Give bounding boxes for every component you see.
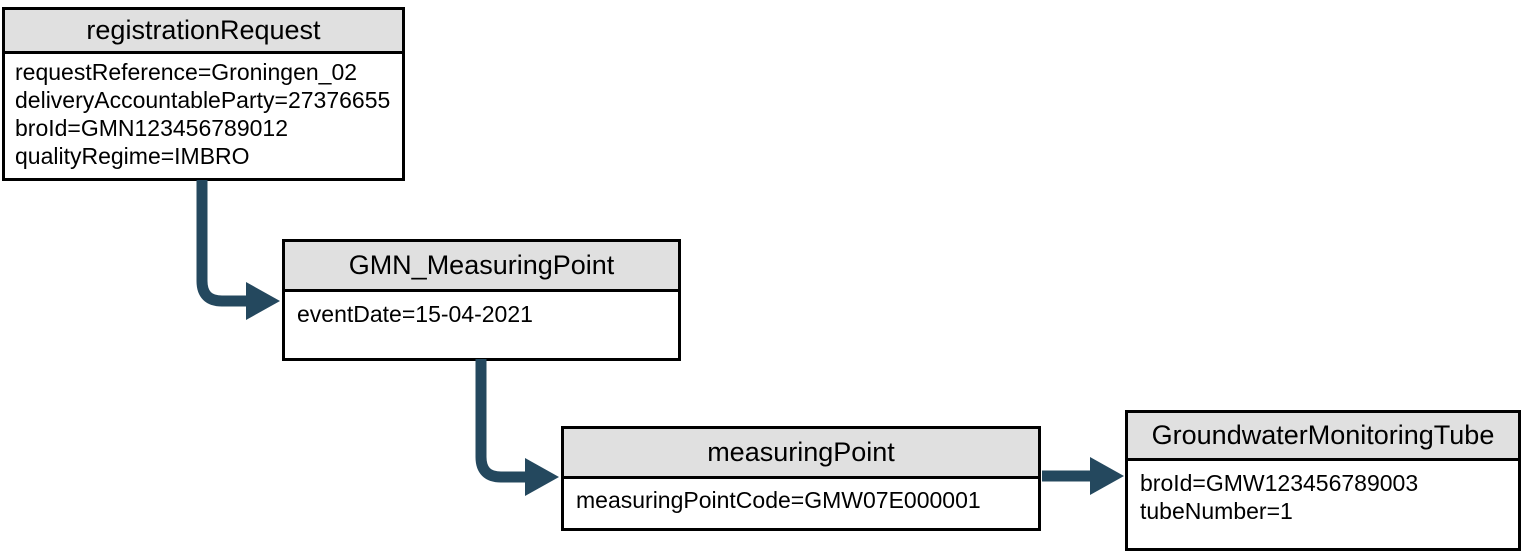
node-title-label: measuringPoint xyxy=(707,437,895,467)
node-field: measuringPointCode=GMW07E000001 xyxy=(576,487,981,513)
node-measuring-point-title: measuringPoint xyxy=(564,429,1038,479)
node-field: deliveryAccountableParty=27376655 xyxy=(15,87,391,113)
node-field: qualityRegime=IMBRO xyxy=(15,143,250,169)
node-field: broId=GMW123456789003 xyxy=(1140,470,1419,496)
node-field: tubeNumber=1 xyxy=(1140,498,1293,524)
arrow-measuring-point-to-groundwater-monitoring-tube xyxy=(1042,457,1124,495)
arrow-gmn-measuring-point-to-measuring-point xyxy=(475,359,559,496)
node-measuring-point-body: measuringPointCode=GMW07E000001 xyxy=(564,479,1038,514)
node-groundwater-monitoring-tube-body: broId=GMW123456789003 tubeNumber=1 xyxy=(1128,461,1518,525)
node-registration-request-body: requestReference=Groningen_02 deliveryAc… xyxy=(5,54,402,170)
node-field: requestReference=Groningen_02 xyxy=(15,59,358,85)
node-groundwater-monitoring-tube: GroundwaterMonitoringTube broId=GMW12345… xyxy=(1125,410,1521,551)
arrow-registration-request-to-gmn-measuring-point xyxy=(196,180,280,320)
node-title-label: GMN_MeasuringPoint xyxy=(348,250,615,280)
node-title-label: GroundwaterMonitoringTube xyxy=(1151,420,1495,450)
node-measuring-point: measuringPoint measuringPointCode=GMW07E… xyxy=(561,426,1041,531)
node-gmn-measuring-point: GMN_MeasuringPoint eventDate=15-04-2021 xyxy=(282,239,681,361)
node-title-label: registrationRequest xyxy=(86,15,321,45)
node-field: eventDate=15-04-2021 xyxy=(297,301,533,327)
node-groundwater-monitoring-tube-title: GroundwaterMonitoringTube xyxy=(1128,413,1518,461)
node-gmn-measuring-point-body: eventDate=15-04-2021 xyxy=(285,292,678,328)
node-field: broId=GMN123456789012 xyxy=(15,115,289,141)
node-gmn-measuring-point-title: GMN_MeasuringPoint xyxy=(285,242,678,292)
node-registration-request-title: registrationRequest xyxy=(5,10,402,54)
node-registration-request: registrationRequest requestReference=Gro… xyxy=(2,7,405,181)
